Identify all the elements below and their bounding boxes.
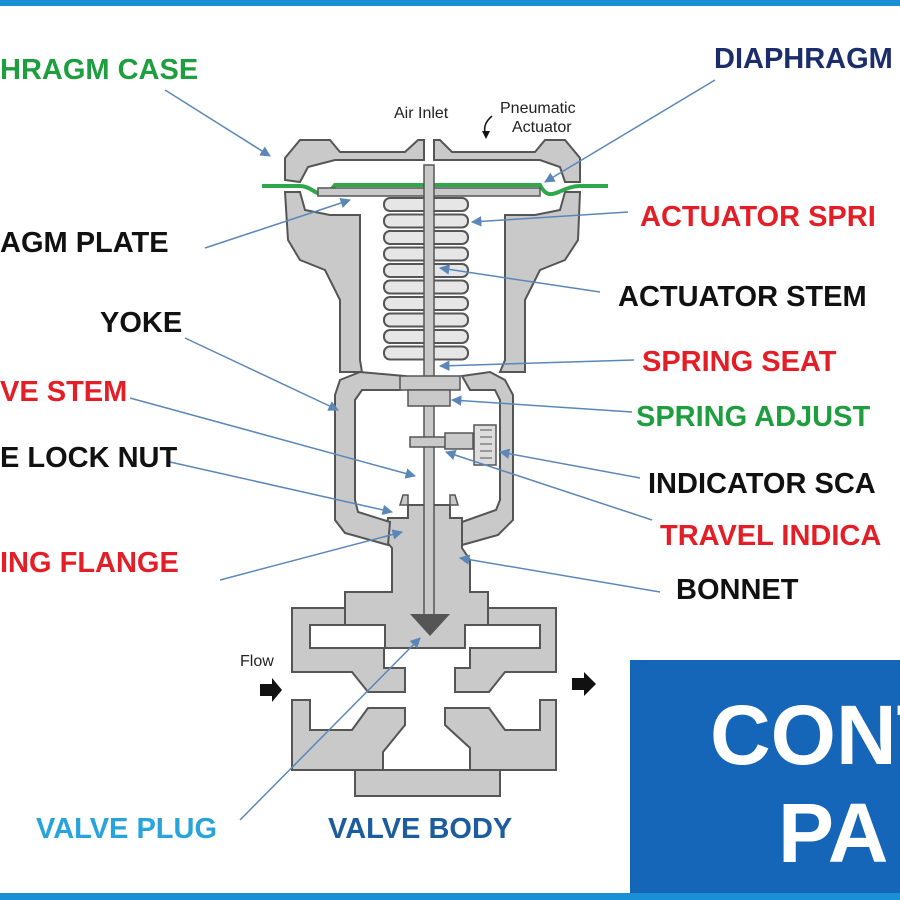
leader-line — [164, 89, 271, 157]
flow-label: Flow — [240, 653, 274, 670]
bonnet-label: BONNET — [676, 574, 799, 606]
banner-line-1: CONT — [710, 688, 900, 782]
leader-line — [129, 397, 417, 479]
top-border — [0, 0, 900, 6]
valve-stem-label: VE STEM — [0, 376, 128, 408]
leader-line — [184, 337, 339, 411]
leader-line — [544, 79, 716, 183]
diaphragm-part — [262, 183, 608, 197]
banner-line-2: PA — [778, 786, 889, 880]
leader-line — [445, 449, 653, 521]
indicator-scale-label: INDICATOR SCA — [648, 468, 876, 500]
yoke-label: YOKE — [100, 307, 183, 339]
title-banner: CONT PA — [630, 660, 900, 894]
diaphragm-case-label: HRAGM CASE — [0, 54, 199, 86]
spring-seat-label: SPRING SEAT — [642, 346, 837, 378]
diaphragm-label: DIAPHRAGM — [714, 43, 893, 75]
valve-plug-label: VALVE PLUG — [36, 813, 217, 845]
yoke-locking-flange-label: ING FLANGE — [0, 547, 179, 579]
leader-line — [438, 359, 635, 371]
leader-line — [204, 197, 351, 249]
leader-line — [458, 554, 661, 593]
valve-body-part — [291, 607, 557, 797]
curved-arrow-head — [482, 131, 490, 139]
right-arrow-icon — [572, 672, 596, 696]
actuator-stem-label: ACTUATOR STEM — [618, 281, 867, 313]
leader-lines — [129, 79, 716, 821]
diaphragm-plate-label: AGM PLATE — [0, 227, 169, 259]
leader-line — [239, 637, 421, 821]
pneumatic-label: Pneumatic — [500, 100, 576, 117]
leader-line — [498, 448, 641, 479]
right-arrow-icon — [260, 678, 282, 702]
stem-part — [398, 164, 497, 636]
bottom-border — [0, 893, 900, 900]
valve-body-label: VALVE BODY — [328, 813, 513, 845]
travel-indicator-label: TRAVEL INDICA — [660, 520, 882, 552]
actuator-label: Actuator — [512, 119, 572, 136]
air-inlet-label: Air Inlet — [394, 105, 449, 122]
leader-line — [450, 395, 633, 413]
leader-line — [470, 211, 629, 227]
yoke-part — [334, 370, 514, 547]
leader-line — [438, 264, 601, 293]
actuator-spring-label: ACTUATOR SPRI — [640, 201, 876, 233]
diaphragm-case-part — [283, 139, 582, 373]
spring-adjuster-label: SPRING ADJUST — [636, 401, 871, 433]
leader-line — [219, 529, 404, 581]
leader-line — [169, 461, 394, 516]
stem-lock-nut-label: E LOCK NUT — [0, 442, 178, 474]
